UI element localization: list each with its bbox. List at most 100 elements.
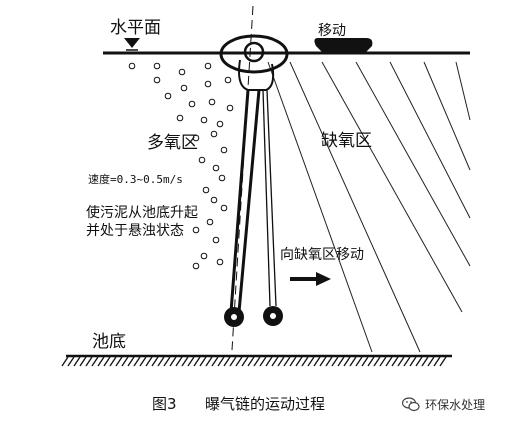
bubble bbox=[208, 98, 216, 106]
bubble bbox=[192, 262, 200, 270]
speed-label: 速度=0.3~0.5m/s bbox=[88, 173, 183, 186]
float-ring-inner bbox=[243, 41, 265, 63]
bubble bbox=[204, 80, 212, 88]
bubble bbox=[164, 92, 172, 100]
bottom-hatch-tick bbox=[73, 356, 81, 367]
hatch-line bbox=[423, 61, 471, 171]
bottom-hatch-tick bbox=[193, 356, 201, 367]
bottom-hatch-tick bbox=[223, 356, 231, 367]
anoxic-zone-label: 缺氧区 bbox=[321, 131, 372, 151]
anoxic-zone-hatching bbox=[267, 61, 471, 353]
moving-float bbox=[314, 38, 373, 52]
bottom-hatch-tick bbox=[325, 356, 333, 367]
bubble bbox=[212, 164, 220, 172]
bubble bbox=[153, 62, 161, 70]
bottom-hatch-tick bbox=[211, 356, 219, 367]
bottom-hatch-tick bbox=[313, 356, 321, 367]
bottom-hatch-tick bbox=[103, 356, 111, 367]
bottom-hatch-tick bbox=[235, 356, 243, 367]
bubble bbox=[226, 104, 234, 112]
bottom-hatch-tick bbox=[121, 356, 129, 367]
bottom-hatch-tick bbox=[361, 356, 369, 367]
bubble bbox=[216, 258, 224, 266]
bottom-hatch-tick bbox=[295, 356, 303, 367]
bottom-hatch-tick bbox=[97, 356, 105, 367]
bubble bbox=[210, 130, 218, 138]
bottom-hatch-tick bbox=[355, 356, 363, 367]
bottom-hatch-tick bbox=[415, 356, 423, 367]
bubble bbox=[212, 236, 220, 244]
bottom-hatch-tick bbox=[307, 356, 315, 367]
pool-bottom-hatching bbox=[61, 356, 447, 367]
hatch-line bbox=[355, 61, 471, 267]
bottom-hatch-tick bbox=[133, 356, 141, 367]
bottom-hatch-tick bbox=[145, 356, 153, 367]
bubble bbox=[204, 62, 212, 70]
figure-number: 图3 bbox=[152, 395, 177, 413]
bubble bbox=[224, 76, 232, 84]
bottom-hatch-tick bbox=[421, 356, 429, 367]
bottom-hatch-tick bbox=[271, 356, 279, 367]
bottom-hatch-tick bbox=[319, 356, 327, 367]
water-level-marker bbox=[124, 38, 140, 48]
bottom-hatch-tick bbox=[163, 356, 171, 367]
bottom-hatch-tick bbox=[85, 356, 93, 367]
bubble bbox=[176, 114, 184, 122]
water-surface-label: 水平面 bbox=[110, 18, 161, 38]
bottom-hatch-tick bbox=[349, 356, 357, 367]
bottom-hatch-tick bbox=[175, 356, 183, 367]
bottom-hatch-tick bbox=[367, 356, 375, 367]
bottom-hatch-tick bbox=[205, 356, 213, 367]
bubble bbox=[192, 134, 200, 142]
bottom-hatch-tick bbox=[91, 356, 99, 367]
bottom-hatch-tick bbox=[427, 356, 435, 367]
hatch-line bbox=[321, 61, 463, 313]
bottom-hatch-tick bbox=[247, 356, 255, 367]
bubble bbox=[198, 156, 206, 164]
air-bubbles bbox=[128, 62, 234, 270]
chain-weight-right-hole bbox=[270, 313, 276, 319]
bottom-hatch-tick bbox=[343, 356, 351, 367]
bubble bbox=[128, 62, 136, 70]
bottom-hatch-tick bbox=[67, 356, 75, 367]
hatch-line bbox=[267, 61, 373, 353]
bottom-hatch-tick bbox=[439, 356, 447, 367]
bottom-hatch-tick bbox=[199, 356, 207, 367]
bottom-hatch-tick bbox=[139, 356, 147, 367]
bubble bbox=[200, 252, 208, 260]
bottom-hatch-tick bbox=[253, 356, 261, 367]
bottom-hatch-tick bbox=[283, 356, 291, 367]
wechat-icon bbox=[401, 397, 420, 412]
figure-title: 曝气链的运动过程 bbox=[205, 395, 326, 413]
chain-loop bbox=[238, 59, 275, 91]
bottom-hatch-tick bbox=[109, 356, 117, 367]
bottom-hatch-tick bbox=[265, 356, 273, 367]
chain-thick-outer-left bbox=[229, 89, 250, 313]
bubble bbox=[220, 204, 228, 212]
bottom-hatch-tick bbox=[403, 356, 411, 367]
bottom-hatch-tick bbox=[217, 356, 225, 367]
watermark-text: 环保水处理 bbox=[425, 398, 486, 412]
bottom-hatch-tick bbox=[181, 356, 189, 367]
bottom-hatch-tick bbox=[331, 356, 339, 367]
bottom-hatch-tick bbox=[433, 356, 441, 367]
suspend-label-line1: 使污泥从池底升起 bbox=[86, 205, 198, 221]
moving-label: 移动 bbox=[318, 23, 346, 39]
bubble bbox=[220, 146, 228, 154]
watermark: 环保水处理 bbox=[401, 396, 486, 412]
bottom-hatch-tick bbox=[409, 356, 417, 367]
bottom-hatch-tick bbox=[379, 356, 387, 367]
oxygen-rich-zone-label: 多氧区 bbox=[147, 133, 198, 153]
bubble bbox=[216, 120, 224, 128]
bottom-hatch-tick bbox=[229, 356, 237, 367]
bottom-hatch-tick bbox=[259, 356, 267, 367]
bottom-hatch-tick bbox=[301, 356, 309, 367]
bottom-hatch-tick bbox=[169, 356, 177, 367]
move-toward-anoxic-label: 向缺氧区移动 bbox=[280, 247, 364, 263]
bottom-hatch-tick bbox=[187, 356, 195, 367]
bottom-hatch-tick bbox=[61, 356, 69, 367]
bubble bbox=[210, 196, 218, 204]
bottom-hatch-tick bbox=[373, 356, 381, 367]
